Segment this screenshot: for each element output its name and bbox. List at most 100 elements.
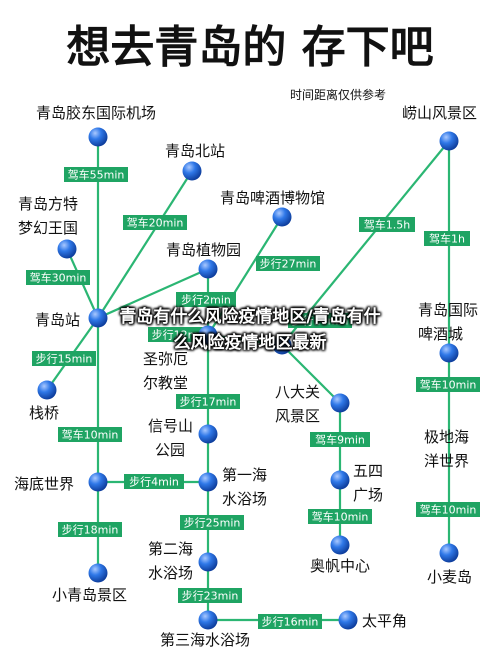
node-zhanqiao xyxy=(37,380,57,400)
edge-label: 步行4min xyxy=(129,476,179,489)
label-mile-2: 尔教堂 xyxy=(143,374,188,392)
edge-tag xyxy=(256,256,320,271)
edge-tag xyxy=(58,522,122,537)
route-line xyxy=(281,140,450,346)
label-yihai-1: 第一海 xyxy=(222,466,267,484)
node-haidi xyxy=(88,472,108,492)
node-junction xyxy=(272,335,292,355)
edge-tag xyxy=(416,502,480,517)
edge-tags: 驾车55min 驾车20min 驾车30min 步行27min 驾车1.5h 驾… xyxy=(26,167,480,629)
route-lines xyxy=(46,137,451,622)
label-jidi-1: 极地海 xyxy=(424,428,469,446)
edge-tag xyxy=(26,270,90,285)
label-mile-1: 圣弥厄 xyxy=(143,350,188,368)
label-zhiwu: 青岛植物园 xyxy=(166,241,241,259)
edge-tag xyxy=(258,614,322,629)
node-mile xyxy=(198,325,218,345)
edge-tag xyxy=(64,167,128,182)
label-jichang: 青岛胶东国际机场 xyxy=(36,104,156,122)
overlay-caption-line-1: 青岛有什么风险疫情地区/青岛有什 xyxy=(119,307,381,327)
edge-label: 步行10min xyxy=(292,315,349,328)
node-aofan xyxy=(330,535,350,555)
route-line xyxy=(207,333,283,347)
edge-label: 步行18min xyxy=(62,524,119,537)
edge-label: 步行23min xyxy=(182,590,239,603)
edge-tag xyxy=(416,377,480,392)
label-taipingjiao: 太平角 xyxy=(362,612,407,630)
node-pijiu xyxy=(272,207,292,227)
edge-label: 步行16min xyxy=(262,616,319,629)
label-fangte-2: 梦幻王国 xyxy=(18,219,78,237)
edge-tag xyxy=(176,292,236,307)
edge-tag xyxy=(32,351,96,366)
label-badaguan-1: 八大关 xyxy=(275,383,320,401)
node-labels: 青岛胶东国际机场 青岛北站 青岛方特 梦幻王国 青岛啤酒博物馆 青岛植物园 崂山… xyxy=(14,104,478,649)
edge-tag xyxy=(124,474,184,489)
edge-label: 驾车10min xyxy=(420,378,477,392)
node-yihai xyxy=(198,472,218,492)
node-wusi xyxy=(330,470,350,490)
route-line xyxy=(97,267,209,320)
label-xiaoqingdao: 小青岛景区 xyxy=(52,586,127,604)
label-guoji-1: 青岛国际 xyxy=(418,301,478,319)
label-jidi-2: 洋世界 xyxy=(424,452,469,470)
route-line xyxy=(281,344,341,404)
edge-tag xyxy=(176,394,240,409)
label-yihai-2: 水浴场 xyxy=(222,490,267,508)
node-xinhao xyxy=(198,424,218,444)
node-beizhan xyxy=(182,161,202,181)
route-line xyxy=(207,216,283,336)
edge-tag xyxy=(148,327,212,342)
label-zhanqiao: 栈桥 xyxy=(29,404,59,422)
edge-label: 驾车55min xyxy=(68,168,125,182)
edge-label: 驾车9min xyxy=(315,433,365,447)
node-jichang xyxy=(88,127,108,147)
edge-label: 步行15min xyxy=(36,353,93,366)
edge-label: 步行17min xyxy=(180,396,237,409)
label-wusi-2: 广场 xyxy=(353,486,383,504)
edge-label: 驾车1.5h xyxy=(364,218,410,232)
edge-tag xyxy=(310,432,370,447)
edge-label: 驾车30min xyxy=(30,271,87,285)
label-beizhan: 青岛北站 xyxy=(165,142,225,160)
edge-tag xyxy=(424,231,470,246)
disclaimer-note: 时间距离仅供参考 xyxy=(290,87,386,102)
node-laoshan xyxy=(439,131,459,151)
label-pijiu: 青岛啤酒博物馆 xyxy=(220,189,325,207)
edge-tag xyxy=(288,313,352,328)
route-line xyxy=(97,170,193,319)
node-zhiwu xyxy=(198,259,218,279)
edge-label: 驾车1h xyxy=(429,232,465,246)
node-xiaomai xyxy=(439,543,459,563)
node-fangte xyxy=(57,239,77,259)
node-badaguan xyxy=(330,393,350,413)
node-sanhai xyxy=(198,610,218,630)
label-erhai-1: 第二海 xyxy=(148,540,193,558)
edge-tag xyxy=(178,588,242,603)
edge-label: 步行25min xyxy=(184,517,241,530)
edge-tag xyxy=(359,217,415,232)
edge-tag xyxy=(180,515,244,530)
label-xiaomai: 小麦岛 xyxy=(427,568,472,586)
edge-label: 驾车10min xyxy=(62,428,119,442)
edge-label: 步行2min xyxy=(181,294,231,307)
edge-label: 驾车10min xyxy=(420,503,477,517)
edge-label: 步行12min xyxy=(152,329,209,342)
label-erhai-2: 水浴场 xyxy=(148,564,193,582)
node-guoji xyxy=(439,343,459,363)
label-badaguan-2: 风景区 xyxy=(275,407,320,425)
label-sanhai: 第三海水浴场 xyxy=(160,631,250,649)
label-haidi: 海底世界 xyxy=(14,475,74,493)
edge-label: 驾车10min xyxy=(312,510,369,524)
edge-tag xyxy=(58,427,122,442)
label-fangte-1: 青岛方特 xyxy=(18,195,78,213)
station-nodes xyxy=(37,127,459,630)
label-wusi-1: 五四 xyxy=(353,462,383,480)
label-xinhao-2: 公园 xyxy=(155,441,185,459)
node-taipingjiao xyxy=(338,610,358,630)
edge-label: 步行27min xyxy=(260,258,317,271)
label-guoji-2: 啤酒城 xyxy=(418,325,463,343)
overlay-caption-line-2: 么风险疫情地区最新 xyxy=(173,333,327,353)
label-qingdaozhan: 青岛站 xyxy=(35,311,80,329)
